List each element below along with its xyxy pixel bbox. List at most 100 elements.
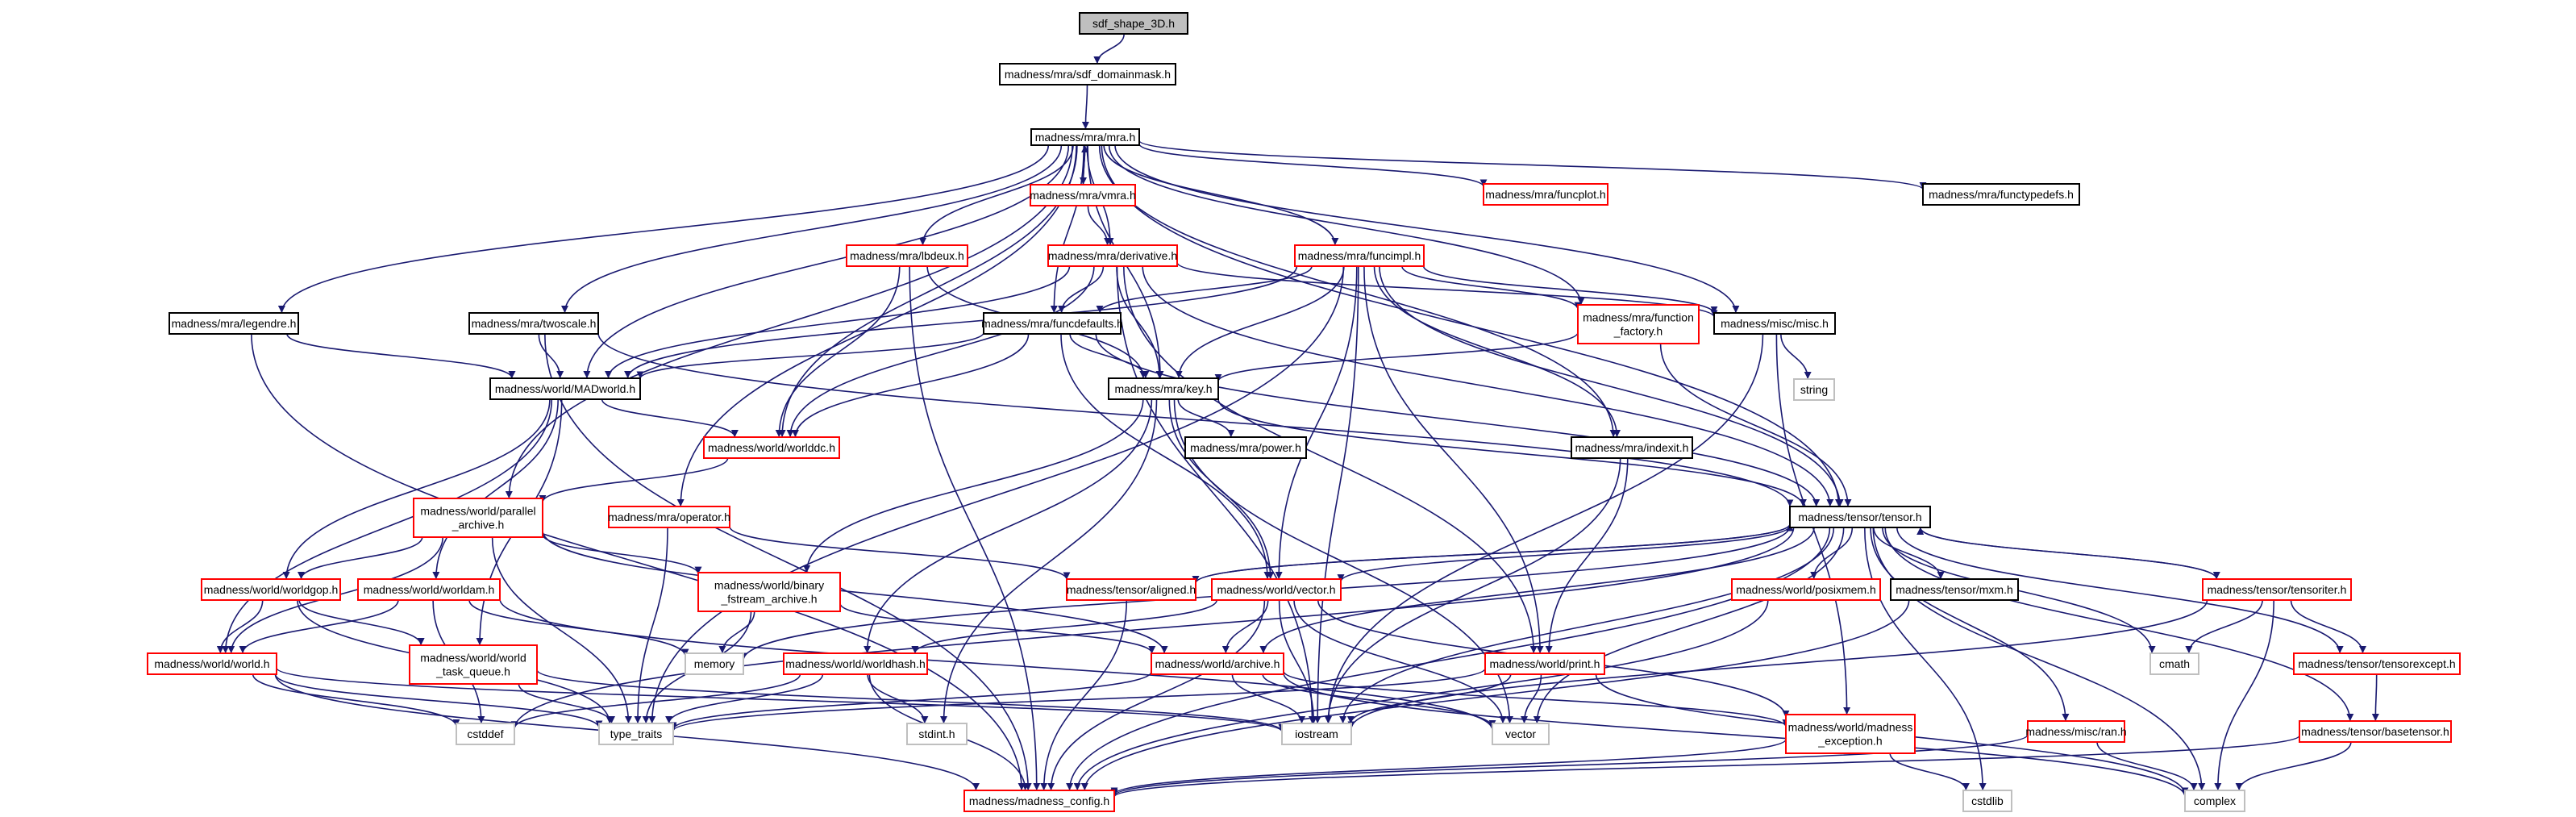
edge-binary_fstream-to-memory: [718, 611, 755, 654]
node-mra[interactable]: madness/mra/mra.h: [1030, 128, 1140, 146]
node-key[interactable]: madness/mra/key.h: [1108, 377, 1219, 400]
node-function_factory[interactable]: madness/mra/function_factory.h: [1577, 304, 1700, 344]
edge-world_h-to-iostream: [276, 667, 1286, 732]
node-label-twoscale-line-0: madness/mra/twoscale.h: [472, 317, 597, 330]
edge-ran-to-complex: [2096, 741, 2198, 791]
edge-funcimpl-to-type_traits: [648, 265, 1345, 724]
node-aligned[interactable]: madness/tensor/aligned.h: [1066, 578, 1196, 601]
node-worldhash[interactable]: madness/world/worldhash.h: [783, 652, 928, 675]
node-ran[interactable]: madness/misc/ran.h: [2025, 720, 2127, 743]
node-box-cmath: [2149, 652, 2199, 675]
node-legendre[interactable]: madness/mra/legendre.h: [169, 312, 299, 335]
edge-world_h-to-type_traits: [274, 673, 603, 728]
node-indexit[interactable]: madness/mra/indexit.h: [1571, 436, 1693, 459]
edge-vmra-to-mra: [1081, 144, 1089, 185]
edge-archive-to-type_traits: [669, 671, 1152, 730]
node-label-string-line-0: string: [1800, 383, 1828, 396]
edge-parallel_archive-to-worldgop: [298, 536, 423, 580]
node-tensorexcept[interactable]: madness/tensor/tensorexcept.h: [2293, 652, 2461, 675]
node-label-function_factory-line-0: madness/mra/function: [1583, 311, 1694, 324]
node-archive[interactable]: madness/world/archive.h: [1151, 652, 1284, 675]
edge-derivative-to-iostream: [1116, 265, 1316, 724]
node-box-vmra: [1030, 184, 1136, 206]
node-label-mxm-line-0: madness/tensor/mxm.h: [1896, 583, 2013, 596]
node-vector_h[interactable]: madness/world/vector.h: [1211, 578, 1342, 601]
edge-key-to-power: [1177, 398, 1235, 438]
node-task_queue[interactable]: madness/world/world_task_queue.h: [409, 644, 538, 685]
node-label-funcimpl-line-0: madness/mra/funcimpl.h: [1298, 249, 1421, 262]
node-power[interactable]: madness/mra/power.h: [1184, 436, 1307, 459]
node-parallel_archive[interactable]: madness/world/parallel_archive.h: [413, 498, 543, 538]
edge-tensor-to-ran: [1870, 527, 2070, 722]
node-domainmask[interactable]: madness/mra/sdf_domainmask.h: [999, 63, 1176, 85]
node-basetensor[interactable]: madness/tensor/basetensor.h: [2299, 720, 2452, 743]
edge-derivative-to-worlddc: [786, 265, 1095, 438]
node-label-tensorexcept-line-0: madness/tensor/tensorexcept.h: [2298, 657, 2455, 670]
edge-tensor-to-mxm: [1873, 527, 1945, 580]
edge-basetensor-to-complex: [2235, 741, 2352, 791]
edge-funcdefaults-to-vector_h: [1060, 333, 1271, 580]
node-label-madworld-line-0: madness/world/MADworld.h: [495, 382, 635, 395]
node-madness_exception[interactable]: madness/world/madness_exception.h: [1785, 714, 1916, 754]
node-box-print: [1484, 652, 1605, 675]
edge-funcimpl-to-indexit: [1373, 265, 1621, 438]
node-worldgop[interactable]: madness/world/worldgop.h: [201, 578, 341, 601]
edge-tensoriter-to-iostream: [1347, 599, 2208, 729]
node-worldam[interactable]: madness/world/worldam.h: [357, 578, 501, 601]
node-tensoriter[interactable]: madness/tensor/tensoriter.h: [2202, 578, 2352, 601]
node-type_traits: type_traits: [598, 723, 674, 745]
edge-derivative-to-key: [1116, 265, 1163, 379]
node-lbdeux[interactable]: madness/mra/lbdeux.h: [846, 244, 968, 267]
node-misc[interactable]: madness/misc/misc.h: [1713, 312, 1836, 335]
node-label-vmra-line-0: madness/mra/vmra.h: [1030, 189, 1135, 202]
node-box-memory: [685, 652, 744, 675]
node-box-archive: [1151, 652, 1284, 675]
node-label-worldgop-line-0: madness/world/worldgop.h: [204, 583, 339, 596]
node-label-parallel_archive-line-0: madness/world/parallel: [420, 505, 535, 518]
node-label-worldam-line-0: madness/world/worldam.h: [364, 583, 495, 596]
node-label-madness_exception-line-1: _exception.h: [1817, 735, 1882, 748]
edge-vmra-to-derivative: [1087, 205, 1112, 246]
node-operator[interactable]: madness/mra/operator.h: [608, 506, 730, 528]
edge-mra-to-tensor: [1101, 144, 1842, 507]
node-label-power-line-0: madness/mra/power.h: [1190, 441, 1301, 454]
node-twoscale[interactable]: madness/mra/twoscale.h: [468, 312, 599, 335]
edge-madworld-to-worldam: [432, 398, 559, 580]
node-label-parallel_archive-line-1: _archive.h: [452, 519, 505, 531]
edge-aligned-to-tensor: [1195, 523, 1794, 584]
node-world_h[interactable]: madness/world/world.h: [147, 652, 277, 675]
node-mxm[interactable]: madness/tensor/mxm.h: [1890, 578, 2019, 601]
node-binary_fstream[interactable]: madness/world/binary_fstream_archive.h: [697, 572, 841, 612]
node-label-funcdefaults-line-0: madness/mra/funcdefaults.h: [981, 317, 1123, 330]
edge-funcimpl-to-key: [1175, 265, 1345, 379]
edge-tensor-to-archive: [1259, 527, 1815, 654]
edge-tensor-to-complex: [1872, 527, 2206, 791]
edge-tensoriter-to-tensor: [1916, 527, 2218, 580]
node-box-aligned: [1066, 578, 1196, 601]
node-funcplot[interactable]: madness/mra/funcplot.h: [1483, 183, 1608, 206]
node-string: string: [1793, 378, 1835, 401]
node-functypedefs[interactable]: madness/mra/functypedefs.h: [1922, 183, 2080, 206]
node-worlddc[interactable]: madness/world/worlddc.h: [703, 436, 840, 459]
node-vmra[interactable]: madness/mra/vmra.h: [1030, 184, 1136, 206]
node-derivative[interactable]: madness/mra/derivative.h: [1047, 244, 1178, 267]
node-root[interactable]: sdf_shape_3D.h: [1079, 12, 1188, 35]
node-madworld[interactable]: madness/world/MADworld.h: [489, 377, 641, 400]
node-posixmem[interactable]: madness/world/posixmem.h: [1731, 578, 1881, 601]
edge-funcimpl-to-vector_h: [1275, 265, 1358, 580]
node-print[interactable]: madness/world/print.h: [1484, 652, 1605, 675]
node-box-cstddef: [456, 723, 515, 745]
node-madness_config[interactable]: madness/madness_config.h: [963, 790, 1115, 812]
node-label-mra-line-0: madness/mra/mra.h: [1035, 131, 1135, 144]
node-funcimpl[interactable]: madness/mra/funcimpl.h: [1294, 244, 1425, 267]
edge-operator-to-type_traits: [634, 527, 668, 724]
node-tensor[interactable]: madness/tensor/tensor.h: [1789, 506, 1931, 528]
node-label-cstddef-line-0: cstddef: [467, 727, 503, 740]
edge-domainmask-to-mra: [1081, 84, 1089, 130]
node-funcdefaults[interactable]: madness/mra/funcdefaults.h: [981, 312, 1123, 335]
node-label-basetensor-line-0: madness/tensor/basetensor.h: [2301, 725, 2449, 738]
node-label-world_h-line-0: madness/world/world.h: [154, 657, 269, 670]
node-label-print-line-0: madness/world/print.h: [1490, 657, 1600, 670]
node-label-madness_exception-line-0: madness/world/madness: [1788, 721, 1913, 734]
node-box-tensorexcept: [2293, 652, 2461, 675]
